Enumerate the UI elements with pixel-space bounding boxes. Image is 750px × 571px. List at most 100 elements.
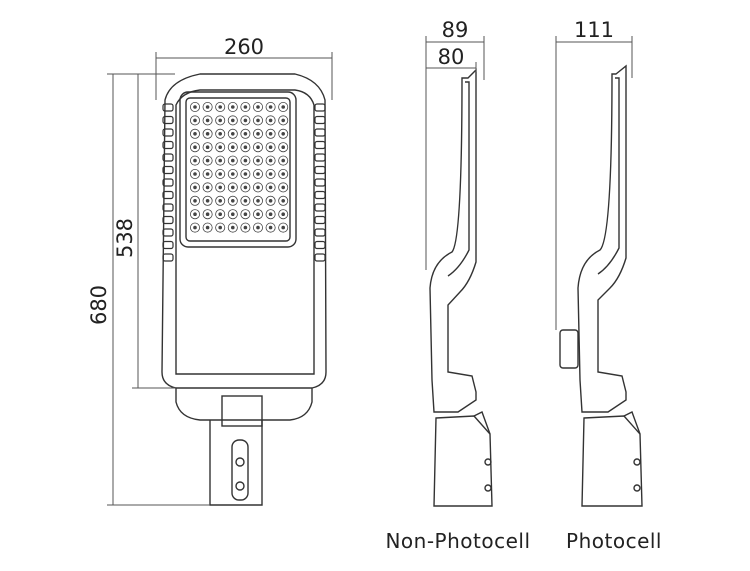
led-chip [193, 185, 197, 190]
cooling-fin [314, 228, 326, 237]
led-chip [218, 145, 223, 150]
cooling-fin [314, 165, 326, 175]
led-lens [215, 102, 226, 113]
front-body-height-label: 538 [113, 218, 137, 258]
led-chip [256, 225, 260, 230]
led-lens [240, 142, 251, 153]
led-chip [256, 132, 260, 136]
led-lens [202, 115, 213, 126]
led-chip [231, 185, 235, 190]
led-chip [205, 105, 210, 109]
led-chip [218, 118, 223, 123]
led-lens [240, 168, 251, 179]
cooling-fin [314, 240, 326, 250]
led-lens [202, 128, 213, 139]
photocell-width-label: 111 [574, 18, 614, 42]
photocell-caption: Photocell [566, 529, 662, 553]
cooling-fin [162, 103, 174, 112]
led-chip [205, 185, 210, 190]
led-lens [252, 102, 263, 113]
led-chip [218, 158, 223, 163]
led-chip [243, 185, 248, 190]
led-chip [281, 132, 286, 136]
non-photocell-dimensions [425, 36, 485, 270]
led-chip [268, 158, 273, 163]
led-lens [265, 128, 276, 139]
led-chip [205, 158, 210, 163]
led-lens [278, 115, 289, 126]
led-lens [189, 142, 200, 153]
cooling-fin [314, 215, 326, 225]
led-lens [265, 209, 276, 220]
led-lens [252, 168, 263, 179]
led-lens [189, 222, 200, 233]
led-lens [252, 115, 263, 126]
led-lens [278, 142, 289, 153]
cooling-fin [162, 228, 174, 237]
led-lens [227, 142, 238, 153]
led-lens [240, 128, 251, 139]
led-chip [231, 199, 235, 203]
cooling-fin [314, 140, 326, 150]
mount-bracket [221, 395, 263, 427]
led-chip [268, 132, 273, 136]
led-chip [243, 132, 248, 136]
led-lens [265, 115, 276, 126]
led-chip [256, 158, 260, 163]
led-lens [202, 102, 213, 113]
cooling-fin [314, 103, 326, 112]
led-lens [202, 182, 213, 193]
led-lens [278, 209, 289, 220]
side-housing [429, 68, 477, 413]
led-chip [256, 145, 260, 150]
front-dimensions [107, 52, 333, 506]
pole-arm [209, 420, 263, 506]
led-chip [193, 145, 197, 150]
cooling-fin [162, 178, 174, 187]
led-chip [218, 132, 223, 136]
led-lens [252, 209, 263, 220]
led-chip [205, 199, 210, 203]
led-lens [227, 155, 238, 166]
led-lens [265, 102, 276, 113]
led-lens [215, 222, 226, 233]
led-chip [268, 145, 273, 150]
led-lens [252, 128, 263, 139]
led-chip [231, 145, 235, 150]
front-total-height-label: 680 [87, 285, 111, 325]
led-lens [189, 102, 200, 113]
led-chip [243, 158, 248, 163]
led-chip [281, 158, 286, 163]
cooling-fin [162, 215, 174, 225]
cooling-fin [162, 165, 174, 175]
led-chip [268, 185, 273, 190]
led-lens [227, 222, 238, 233]
led-chip [193, 225, 197, 230]
led-lens [265, 155, 276, 166]
led-lens [189, 168, 200, 179]
non-photocell-width-label: 89 [442, 18, 469, 42]
led-lens [215, 182, 226, 193]
led-chip [256, 105, 260, 109]
cooling-fin [162, 140, 174, 150]
led-grid [189, 102, 289, 233]
cooling-fin [314, 178, 326, 187]
led-chip [231, 225, 235, 230]
led-chip [281, 199, 286, 203]
led-lens [215, 142, 226, 153]
led-chip [281, 105, 286, 109]
led-lens [278, 155, 289, 166]
led-lens [278, 168, 289, 179]
led-lens [265, 182, 276, 193]
led-chip [243, 118, 248, 123]
led-lens [202, 142, 213, 153]
led-chip [193, 212, 197, 217]
led-chip [231, 158, 235, 163]
led-lens [252, 195, 263, 206]
led-lens [202, 168, 213, 179]
led-lens [227, 168, 238, 179]
cooling-fin [314, 190, 326, 200]
photocell-dimensions [555, 36, 633, 330]
cooling-fin [314, 153, 326, 162]
